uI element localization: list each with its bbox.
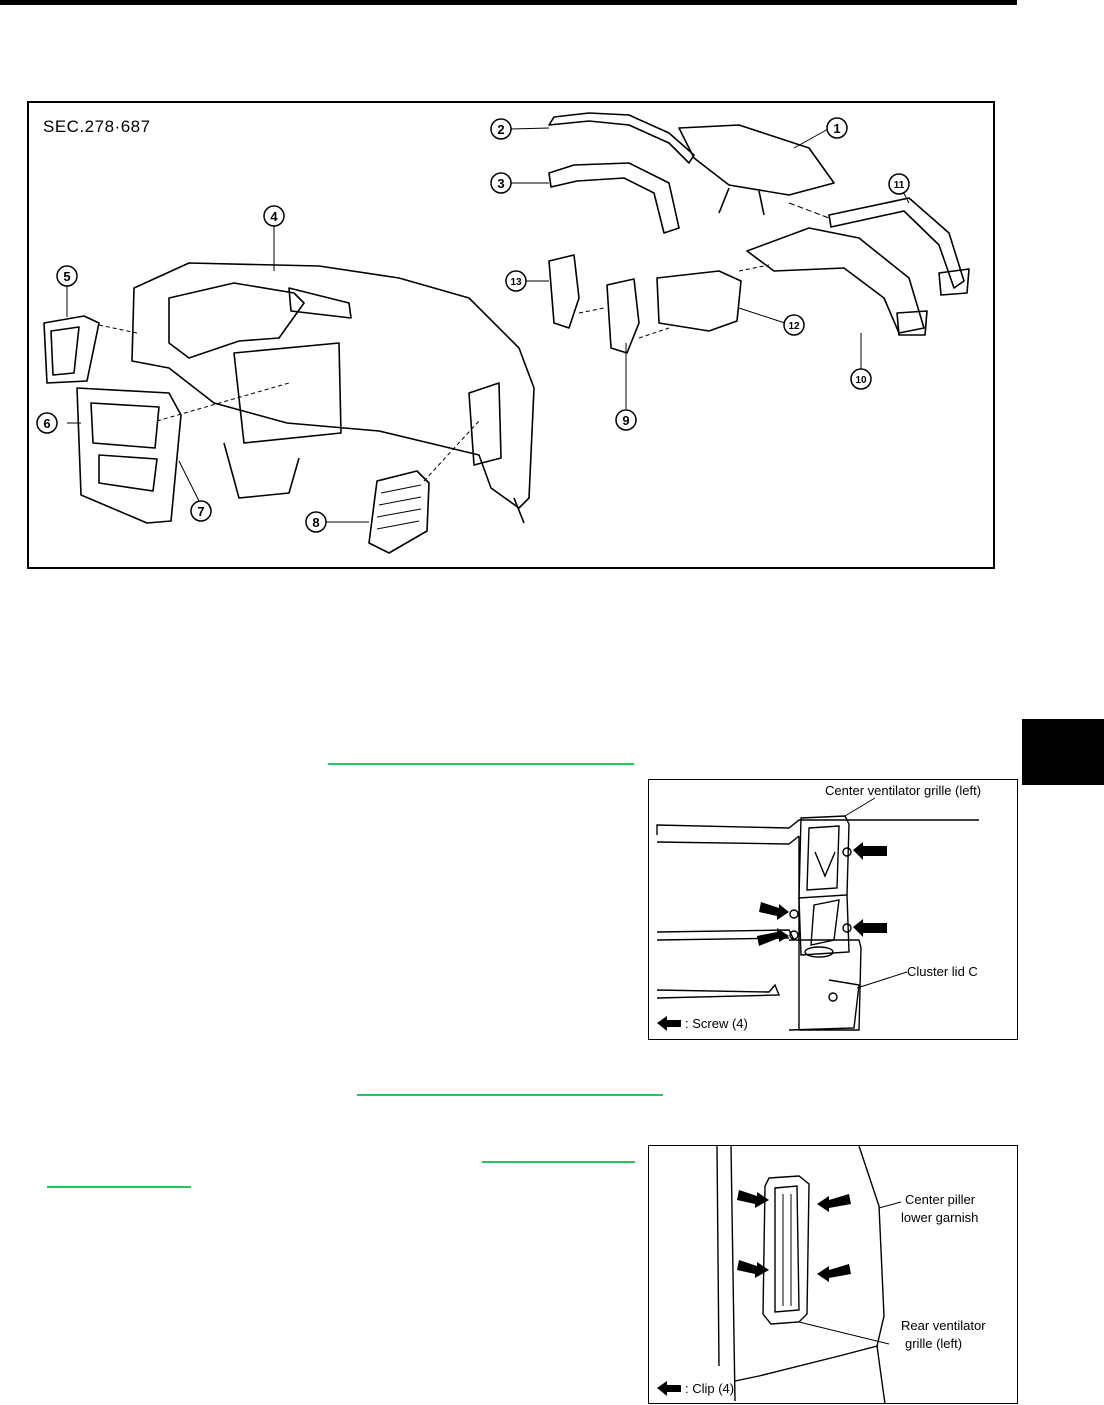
legend-screw: : Screw (4) — [685, 1016, 748, 1031]
callout-3: 3 — [490, 172, 512, 194]
svg-text:11: 11 — [894, 180, 905, 191]
part-defroster-nozzle — [678, 124, 835, 196]
callout-10: 10 — [850, 368, 872, 390]
svg-text:12: 12 — [788, 321, 800, 332]
svg-text:3: 3 — [497, 176, 504, 191]
rear-grille — [762, 1175, 810, 1325]
rear-ventilator-figure: Center piller lower garnish Rear ventila… — [648, 1145, 1018, 1405]
callout-9: 9 — [615, 409, 637, 431]
svg-text:6: 6 — [43, 416, 50, 431]
svg-text:10: 10 — [855, 375, 867, 386]
center-ventilator-drawing: Center ventilator grille (left) Cluster … — [656, 783, 981, 1031]
screw-arrows — [757, 842, 887, 946]
svg-text:8: 8 — [312, 515, 319, 530]
grille-housing — [798, 815, 850, 899]
label-center-pillar-garnish-1: Center piller — [905, 1192, 976, 1207]
label-rear-grille-1: Rear ventilator — [901, 1318, 986, 1333]
callout-12: 12 — [783, 314, 805, 336]
arrow-left-icon — [817, 1194, 851, 1212]
callout-8: 8 — [305, 511, 327, 533]
arrow-right-icon — [737, 1260, 769, 1278]
arrow-right-icon — [757, 928, 789, 946]
reference-link-3a[interactable] — [482, 1161, 635, 1163]
svg-text:7: 7 — [197, 504, 204, 519]
instrument-panel — [131, 262, 535, 509]
part-center-vent-side — [43, 315, 100, 384]
arrow-left-icon — [853, 842, 887, 860]
svg-text:4: 4 — [270, 209, 278, 224]
arrow-left-icon — [657, 1016, 681, 1031]
part-duct-13 — [548, 254, 580, 329]
part-side-defroster-duct — [548, 112, 695, 164]
callout-5: 5 — [56, 265, 78, 287]
part-cluster-panel — [76, 387, 182, 524]
reference-link-2[interactable] — [357, 1094, 663, 1096]
arrow-left-icon — [853, 919, 887, 937]
reference-link-1[interactable] — [328, 763, 634, 765]
arrow-right-icon — [759, 902, 789, 920]
label-center-pillar-garnish-2: lower garnish — [901, 1210, 978, 1225]
part-center-duct — [828, 197, 965, 289]
exploded-view-figure: SEC.278·687 — [27, 101, 995, 569]
exploded-view-drawing: 1 2 3 4 5 6 7 8 9 10 11 12 13 — [36, 112, 970, 554]
callout-6: 6 — [36, 412, 58, 434]
callout-13: 13 — [505, 270, 527, 292]
svg-text:1: 1 — [833, 121, 840, 136]
part-vent-duct-left — [548, 162, 680, 234]
rear-ventilator-drawing: Center piller lower garnish Rear ventila… — [657, 1145, 986, 1405]
callout-2: 2 — [490, 118, 512, 140]
clip-arrows — [737, 1190, 851, 1282]
svg-text:9: 9 — [622, 413, 629, 428]
svg-text:2: 2 — [497, 122, 504, 137]
callout-7: 7 — [190, 500, 212, 522]
section-code: SEC.278·687 — [43, 117, 151, 136]
callout-1: 1 — [826, 117, 848, 139]
part-duct-9 — [606, 278, 640, 354]
legend-clip: : Clip (4) — [685, 1381, 734, 1396]
label-cluster-lid: Cluster lid C — [907, 964, 978, 979]
svg-text:13: 13 — [510, 277, 522, 288]
part-main-duct — [746, 227, 925, 334]
center-ventilator-figure: Center ventilator grille (left) Cluster … — [648, 779, 1018, 1040]
svg-text:5: 5 — [63, 269, 70, 284]
label-center-ventilator-grille: Center ventilator grille (left) — [825, 783, 981, 798]
callout-11: 11 — [888, 173, 910, 195]
arrow-right-icon — [737, 1190, 769, 1208]
label-rear-grille-2: grille (left) — [905, 1336, 962, 1351]
section-index-tab[interactable] — [1022, 719, 1104, 785]
part-vent-connector — [656, 270, 742, 332]
arrow-left-icon — [817, 1264, 851, 1282]
header-rule — [0, 0, 1017, 5]
callout-4: 4 — [263, 205, 285, 227]
part-side-vent — [368, 470, 430, 554]
reference-link-3b[interactable] — [47, 1186, 191, 1188]
arrow-left-icon — [657, 1381, 681, 1396]
